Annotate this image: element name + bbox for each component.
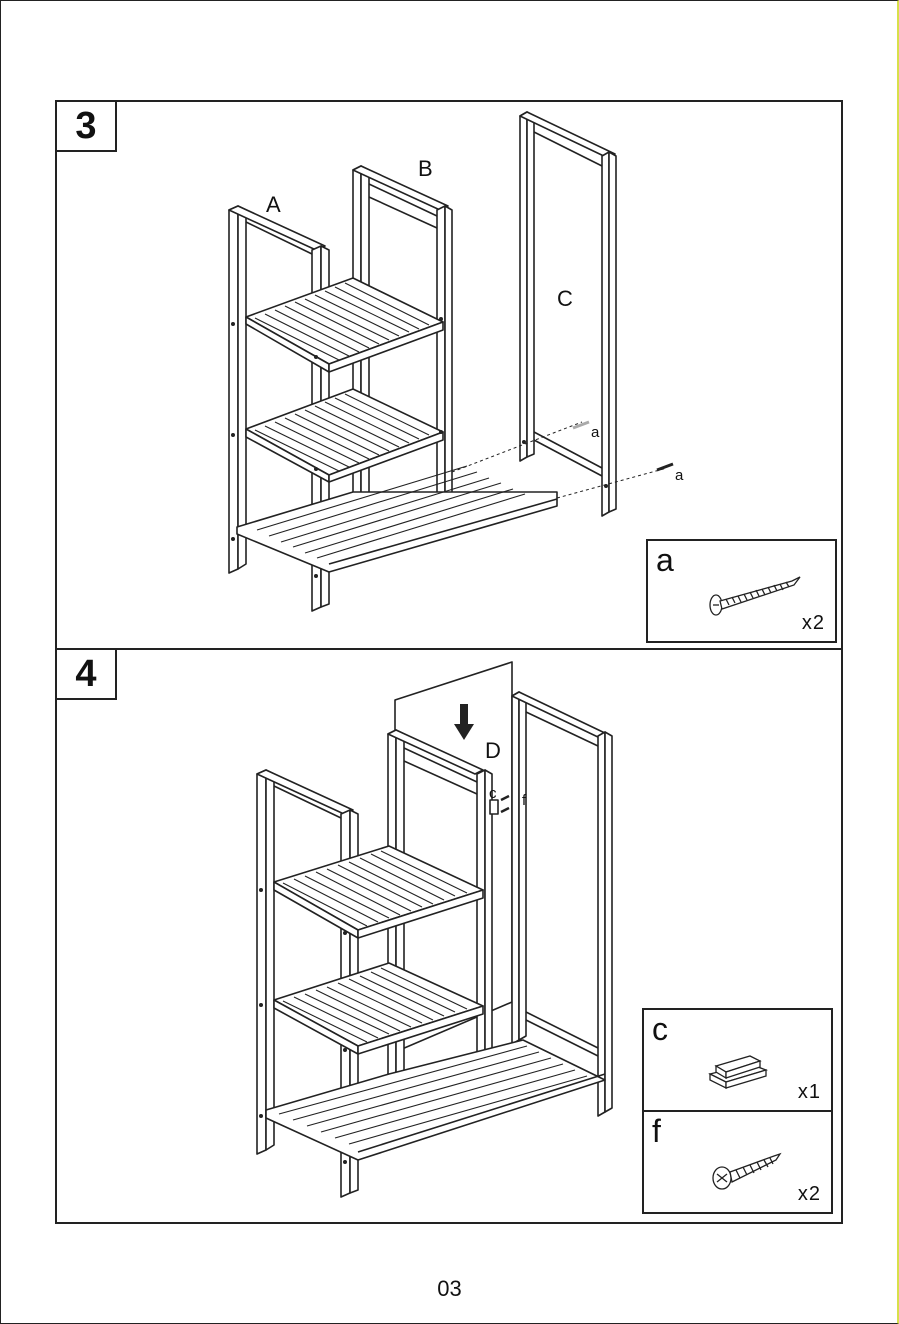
parts-letter: f	[652, 1112, 661, 1150]
step-3-panel: 3	[55, 100, 843, 650]
frame-c	[520, 112, 616, 516]
part-label-d: D	[485, 740, 501, 762]
wood-screw-icon	[704, 571, 804, 621]
screw-label-a-lower: a	[675, 468, 683, 483]
part-label-b: B	[418, 158, 433, 180]
small-label-c: c	[489, 786, 497, 801]
parts-quantity: x2	[802, 612, 825, 635]
step-number: 4	[55, 648, 117, 700]
page-number: 03	[0, 1276, 899, 1302]
small-label-f: f	[522, 793, 526, 808]
parts-letter: c	[652, 1010, 668, 1048]
parts-quantity: x2	[798, 1183, 821, 1206]
screw-a-lower	[657, 464, 673, 470]
shelves-step3	[237, 278, 557, 572]
screw-label-a-upper: a	[591, 425, 599, 440]
parts-box-f: f x2	[642, 1110, 833, 1214]
step-4-panel: 4	[55, 648, 843, 1224]
short-screw-icon	[708, 1148, 788, 1198]
part-label-a: A	[266, 194, 281, 216]
part-label-c: C	[557, 288, 573, 310]
parts-box-c: c x1	[642, 1008, 833, 1112]
parts-box-a: a x2	[646, 539, 837, 643]
screw-guide-lines	[452, 422, 667, 498]
magnetic-catch-icon	[704, 1044, 774, 1094]
step-number: 3	[55, 100, 117, 152]
parts-letter: a	[656, 541, 674, 579]
parts-quantity: x1	[798, 1081, 821, 1104]
